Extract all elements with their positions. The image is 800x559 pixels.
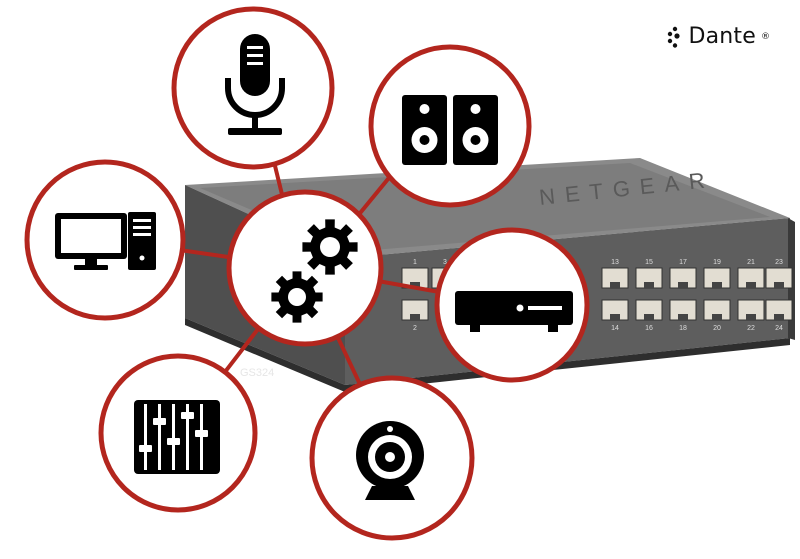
port-notch	[774, 314, 784, 320]
port-notch	[712, 282, 722, 288]
port-label: 18	[679, 325, 687, 332]
node-circles	[24, 6, 590, 541]
port-label: 17	[679, 259, 687, 266]
port-label: 23	[775, 259, 783, 266]
port-notch	[712, 314, 722, 320]
port-label: 14	[611, 325, 619, 332]
port-label: 3	[443, 259, 447, 266]
port-label: 19	[713, 259, 721, 266]
port-notch	[678, 282, 688, 288]
speakers-icon	[402, 95, 498, 165]
port-notch	[644, 314, 654, 320]
port-notch	[610, 314, 620, 320]
port-label: 21	[747, 259, 755, 266]
port-notch	[410, 314, 420, 320]
brand-registered-mark: ®	[761, 31, 770, 42]
port-notch	[746, 282, 756, 288]
speakers-circle	[368, 44, 532, 208]
mixer-faders-icon	[134, 400, 220, 474]
dante-logo-icon	[668, 26, 681, 48]
port-label: 15	[645, 259, 653, 266]
port-notch	[644, 282, 654, 288]
gear-small-icon	[271, 271, 323, 323]
port-notch	[746, 314, 756, 320]
port-notch	[678, 314, 688, 320]
port-notch	[610, 282, 620, 288]
port-label: 13	[611, 259, 619, 266]
port-label: 1	[413, 259, 417, 266]
port-notch	[774, 282, 784, 288]
gear-large-icon	[302, 219, 358, 275]
hub-circle	[226, 189, 384, 347]
brand-name: Dante	[688, 24, 756, 49]
microphone-icon	[225, 34, 285, 135]
port-label: 22	[747, 325, 755, 332]
dante-logo: Dante ®	[666, 24, 770, 49]
gear-hole	[320, 237, 340, 257]
switch-model-label: GS324	[240, 367, 274, 379]
computer-icon	[55, 212, 156, 270]
port-label: 24	[775, 325, 783, 332]
port-label: 20	[713, 325, 721, 332]
port-notch	[410, 282, 420, 288]
webcam-icon	[356, 421, 424, 500]
port-label: 16	[645, 325, 653, 332]
gear-hole	[288, 288, 306, 306]
port-label: 2	[413, 325, 417, 332]
gears-icon	[271, 219, 358, 323]
media-player-icon	[455, 291, 573, 332]
